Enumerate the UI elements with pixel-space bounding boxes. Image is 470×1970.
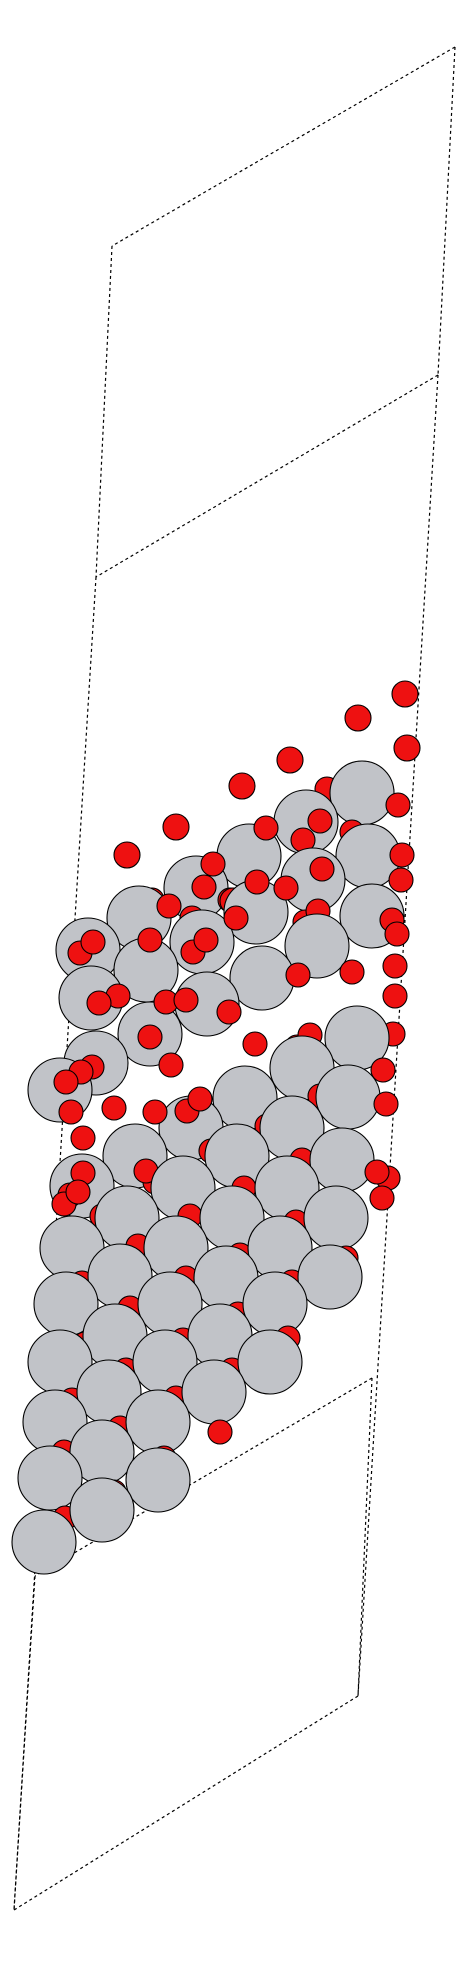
- oxygen-atom: [364, 1159, 390, 1185]
- metal-atom: [69, 1477, 135, 1543]
- oxygen-atom: [339, 959, 365, 985]
- oxygen-atom: [80, 929, 106, 955]
- metal-atom: [11, 1509, 77, 1575]
- cell-edge-7: [13, 1695, 359, 1911]
- metal-atom: [229, 945, 295, 1011]
- metal-atom: [315, 1064, 381, 1130]
- metal-atom: [329, 760, 395, 826]
- metal-atom: [125, 1447, 191, 1513]
- cell-edge-9: [13, 1575, 36, 1911]
- oxygen-atom: [53, 1069, 79, 1095]
- cell-edge-2: [437, 46, 456, 376]
- oxygen-atom: [370, 1057, 396, 1083]
- oxygen-atom: [137, 1024, 163, 1050]
- cell-edge-8: [34, 1377, 373, 1577]
- oxygen-atom: [86, 990, 112, 1016]
- metal-atom: [237, 1329, 303, 1395]
- metal-atom: [242, 1271, 308, 1337]
- oxygen-atom: [113, 841, 141, 869]
- oxygen-atom: [156, 893, 182, 919]
- oxygen-atom: [137, 927, 163, 953]
- oxygen-atom: [65, 1179, 91, 1205]
- oxygen-atom: [384, 921, 410, 947]
- oxygen-atom: [385, 792, 411, 818]
- oxygen-atom: [309, 856, 335, 882]
- oxygen-atom: [253, 815, 279, 841]
- oxygen-atom: [228, 772, 256, 800]
- oxygen-atom: [216, 999, 242, 1025]
- atom-slab: [11, 680, 421, 1575]
- cell-edge-4: [95, 374, 439, 578]
- oxygen-atom: [200, 851, 226, 877]
- oxygen-atom: [382, 953, 408, 979]
- metal-atom: [309, 1127, 375, 1193]
- oxygen-atom: [285, 962, 311, 988]
- cell-edge-1: [111, 46, 456, 247]
- oxygen-atom: [244, 869, 270, 895]
- oxygen-atom: [58, 1099, 84, 1125]
- cell-edge-10: [357, 1377, 373, 1697]
- oxygen-atom: [388, 867, 414, 893]
- oxygen-atom: [191, 874, 217, 900]
- metal-atom: [303, 1185, 369, 1251]
- oxygen-atom: [369, 1185, 395, 1211]
- metal-atom: [17, 1445, 83, 1511]
- oxygen-atom: [207, 1419, 233, 1445]
- oxygen-atom: [382, 983, 408, 1009]
- oxygen-atom: [391, 680, 419, 708]
- metal-atom: [181, 1359, 247, 1425]
- metal-atom: [125, 1389, 191, 1455]
- oxygen-atom: [162, 813, 190, 841]
- oxygen-atom: [70, 1125, 96, 1151]
- oxygen-atom: [242, 1031, 268, 1057]
- oxygen-atom: [373, 1091, 399, 1117]
- oxygen-atom: [158, 1052, 184, 1078]
- oxygen-atom: [173, 987, 199, 1013]
- oxygen-atom: [187, 1086, 213, 1112]
- oxygen-atom: [276, 746, 304, 774]
- oxygen-atom: [393, 734, 421, 762]
- metal-atom: [284, 913, 350, 979]
- oxygen-atom: [344, 704, 372, 732]
- metal-atom: [297, 1244, 363, 1310]
- oxygen-atom: [142, 1099, 168, 1125]
- cell-edge-3: [95, 245, 113, 578]
- oxygen-atom: [307, 808, 333, 834]
- oxygen-atom: [101, 1095, 127, 1121]
- oxygen-atom: [389, 842, 415, 868]
- oxygen-atom: [193, 927, 219, 953]
- oxygen-atom: [223, 905, 249, 931]
- oxygen-atom: [273, 875, 299, 901]
